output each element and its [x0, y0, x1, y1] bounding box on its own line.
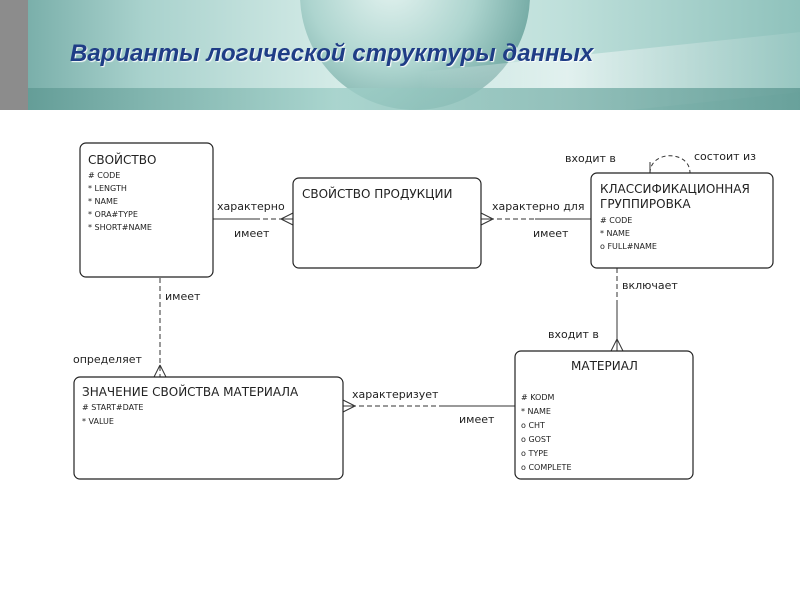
entity-box-znachenie [73, 376, 344, 480]
attr-svoystvo: # CODE [88, 171, 120, 180]
attr-material: # KODM [521, 393, 555, 402]
attr-znachenie: * VALUE [82, 417, 114, 426]
crowfoot-svoystvo-produktsii [280, 212, 294, 226]
attr-material: * NAME [521, 407, 551, 416]
entity-title-klass-line2: ГРУППИРОВКА [600, 197, 691, 211]
rel-label-vhodit-v: входит в [565, 152, 616, 165]
attr-material: o COMPLETE [521, 463, 572, 472]
slide-title: Варианты логической структуры данных [70, 40, 594, 67]
entity-title-znachenie: ЗНАЧЕНИЕ СВОЙСТВА МАТЕРИАЛА [82, 384, 299, 399]
attr-material: o TYPE [521, 449, 548, 458]
crowfoot-klass-material [610, 338, 624, 352]
rel-label-harakterno: характерно [217, 200, 285, 213]
entity-box-svoystvo [79, 142, 214, 278]
rel-label-opredelyaet: определяет [73, 353, 142, 366]
header-banner [0, 0, 800, 110]
entity-box-material [514, 350, 694, 480]
attr-klass: * NAME [600, 229, 630, 238]
entity-box-klass [590, 172, 774, 269]
rel-label-vklyuchaet: включает [622, 279, 678, 292]
attr-klass: # CODE [600, 216, 632, 225]
entity-title-svoystvo: СВОЙСТВО [88, 152, 156, 167]
entity-title-klass-line1: КЛАССИФИКАЦИОННАЯ [600, 182, 750, 196]
entity-title-svoystvo-produktsii: СВОЙСТВО ПРОДУКЦИИ [302, 186, 452, 201]
crowfoot-svoystvo-znachenie [153, 364, 167, 378]
attr-material: o CHT [521, 421, 545, 430]
rel-label-imeet: имеет [533, 227, 569, 240]
rel-label-sostoit-iz: состоит из [694, 150, 756, 163]
attr-svoystvo: * SHORT#NAME [88, 223, 152, 232]
rel-label-harakterizuet: характеризует [352, 388, 439, 401]
rel-label-harakterno-dlya: характерно для [492, 200, 584, 213]
attr-svoystvo: * NAME [88, 197, 118, 206]
entity-box-svoystvo-produktsii [292, 177, 482, 269]
attr-material: o GOST [521, 435, 551, 444]
attr-klass: o FULL#NAME [600, 242, 657, 251]
rel-label-vhodit-v: входит в [548, 328, 599, 341]
crowfoot-produktsii-klass [480, 212, 494, 226]
rel-label-imeet: имеет [165, 290, 201, 303]
attr-svoystvo: * LENGTH [88, 184, 127, 193]
attr-znachenie: # START#DATE [82, 403, 143, 412]
crowfoot-znachenie-material [342, 399, 356, 413]
rel-label-imeet: имеет [234, 227, 270, 240]
attr-svoystvo: * ORA#TYPE [88, 210, 138, 219]
rel-label-imeet: имеет [459, 413, 495, 426]
rel-line-klass-recursive [649, 155, 691, 174]
banner-bottom-band [28, 88, 800, 110]
banner-left-bar [0, 0, 28, 110]
entity-title-material: МАТЕРИАЛ [571, 359, 638, 373]
